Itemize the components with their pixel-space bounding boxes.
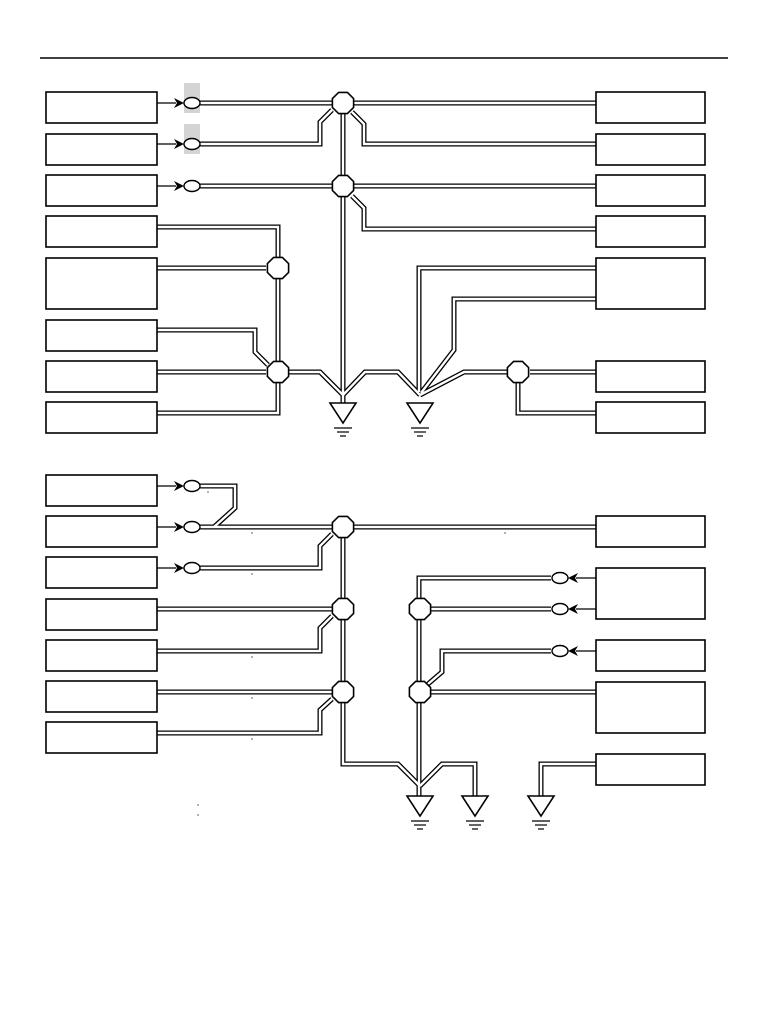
- splices: [266, 91, 530, 704]
- wire-core: [289, 370, 344, 396]
- wire-core: [427, 649, 551, 685]
- wire: [538, 761, 596, 796]
- wire: [418, 761, 478, 796]
- wire: [157, 327, 270, 367]
- ground-symbol: [405, 402, 435, 437]
- connector-plug: [174, 520, 201, 534]
- component-box: [595, 401, 706, 434]
- splice-node: [408, 680, 432, 704]
- wire-core: [200, 484, 237, 528]
- connectors: [174, 83, 578, 658]
- wire-core: [200, 109, 333, 146]
- connector-plug: [174, 179, 201, 193]
- component-box: [45, 319, 158, 352]
- wire: [416, 575, 551, 598]
- wire: [157, 383, 281, 416]
- grounds: [328, 402, 556, 830]
- ground-symbol: [460, 795, 490, 830]
- component-box: [45, 721, 158, 754]
- component-box: [45, 680, 158, 713]
- wire: [200, 483, 238, 529]
- component-box: [45, 360, 158, 393]
- component-box: [595, 133, 706, 166]
- wire-core: [200, 533, 333, 570]
- component-box: [45, 556, 158, 589]
- component-box: [45, 174, 158, 207]
- component-box: [45, 474, 158, 507]
- connector-leads: [157, 102, 596, 652]
- wire-core: [419, 762, 477, 796]
- wire-core: [420, 297, 596, 394]
- splice-node: [331, 91, 355, 115]
- wire-core: [157, 225, 280, 258]
- component-box: [45, 215, 158, 248]
- splice-node: [331, 680, 355, 704]
- component-box: [595, 91, 706, 124]
- component-box: [595, 174, 706, 207]
- splice-node: [331, 515, 355, 539]
- connector-plug: [174, 96, 201, 110]
- component-box: [595, 567, 706, 620]
- wire-core: [157, 328, 269, 366]
- splice-node: [506, 360, 530, 384]
- component-box: [45, 639, 158, 672]
- wire: [426, 648, 551, 686]
- component-box: [595, 515, 706, 548]
- wire: [157, 614, 334, 654]
- component-box: [595, 257, 706, 310]
- wire-core: [351, 195, 596, 231]
- component-box: [45, 257, 158, 310]
- wire-core: [342, 370, 421, 396]
- wire-core: [417, 266, 596, 392]
- connector-plug: [551, 644, 578, 658]
- wire: [157, 224, 281, 258]
- connector-plug: [551, 571, 578, 585]
- wire-core: [417, 576, 551, 598]
- wire: [157, 697, 334, 736]
- wire-core: [516, 383, 596, 415]
- wire-core: [157, 383, 280, 415]
- wires: [157, 100, 596, 796]
- component-box: [595, 215, 706, 248]
- wire-core: [341, 703, 421, 787]
- wire-core: [157, 698, 333, 735]
- connector-plug: [174, 561, 201, 575]
- component-box: [45, 598, 158, 631]
- ground-symbol: [405, 795, 435, 830]
- component-box: [595, 360, 706, 393]
- component-box: [45, 515, 158, 548]
- wire-core: [157, 615, 333, 653]
- ground-symbol: [526, 795, 556, 830]
- connector-plug: [551, 602, 578, 616]
- component-box: [45, 91, 158, 124]
- wire: [200, 532, 334, 571]
- component-box: [595, 681, 706, 734]
- wire: [289, 369, 345, 397]
- connector-plug: [174, 479, 201, 493]
- splice-node: [408, 597, 432, 621]
- wire: [350, 110, 596, 147]
- component-box: [595, 753, 706, 786]
- component-box: [45, 133, 158, 166]
- component-box: [45, 401, 158, 434]
- component-box: [595, 639, 706, 672]
- wire: [515, 383, 596, 416]
- wire: [350, 194, 596, 232]
- wire-core: [419, 370, 508, 397]
- splice-node: [331, 174, 355, 198]
- connector-plug: [174, 137, 201, 151]
- splice-node: [266, 360, 290, 384]
- components: [45, 91, 706, 786]
- wire: [200, 108, 334, 147]
- faint-dots: [197, 491, 506, 816]
- ground-symbol: [328, 402, 358, 437]
- splice-node: [266, 256, 290, 280]
- wire-core: [351, 111, 596, 146]
- splice-node: [331, 597, 355, 621]
- wire-core: [539, 762, 596, 796]
